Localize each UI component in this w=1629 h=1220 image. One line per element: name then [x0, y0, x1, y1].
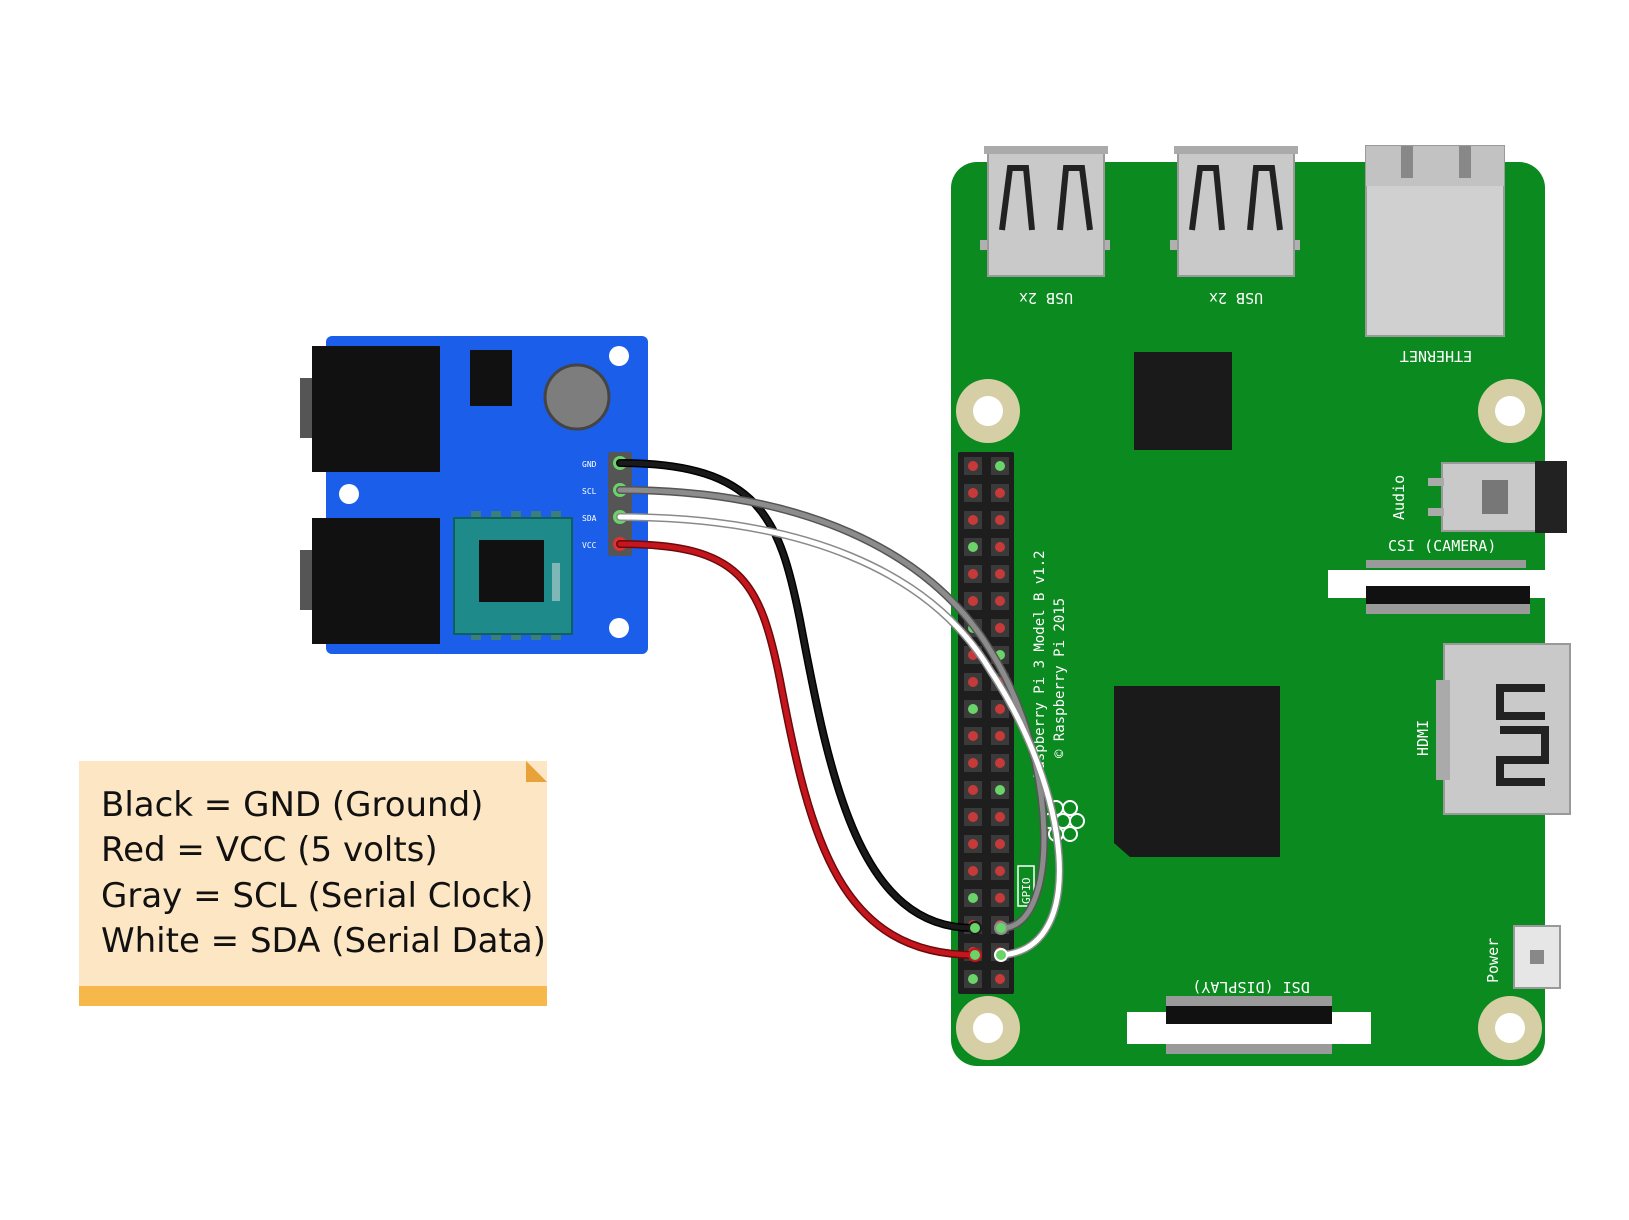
ethernet-port: ETHERNET — [1365, 145, 1505, 365]
gpio-pin — [995, 569, 1005, 579]
gpio-pin — [968, 569, 978, 579]
gpio-pin — [968, 515, 978, 525]
audio-jack-bottom — [312, 518, 440, 644]
gpio-pin — [968, 677, 978, 687]
gpio-pin — [995, 893, 1005, 903]
gpio-pin — [995, 461, 1005, 471]
audio-module: GND SCL SDA VCC — [300, 336, 648, 654]
legend-line-black: Black = GND (Ground) — [101, 785, 483, 825]
gpio-pin — [968, 542, 978, 552]
dsi-display-connector: DSI (DISPLAY) — [1127, 978, 1371, 1054]
gpio-pin — [968, 866, 978, 876]
dsi-label: DSI (DISPLAY) — [1192, 978, 1309, 996]
gpio-pin — [995, 623, 1005, 633]
cpu-chip-small — [1134, 352, 1232, 450]
gpio-pin — [995, 704, 1005, 714]
usb-port-1: USB 2x — [980, 146, 1110, 307]
gpio-pin — [968, 758, 978, 768]
gpio-label: GPIO — [1020, 878, 1033, 905]
gray-wire — [617, 487, 1047, 931]
hdmi-label: HDMI — [1414, 720, 1432, 756]
gpio-pin — [968, 839, 978, 849]
gpio-header — [958, 452, 1014, 994]
model-label: Raspberry Pi 3 Model B v1.2 — [1032, 550, 1048, 778]
gpio-pin — [995, 542, 1005, 552]
gpio-pin — [995, 812, 1005, 822]
black-wire — [617, 460, 978, 931]
gpio-pin — [995, 974, 1005, 984]
legend-note: Black = GND (Ground) Red = VCC (5 volts)… — [79, 761, 547, 1006]
hdmi-port: HDMI — [1414, 643, 1571, 815]
copyright-label: © Raspberry Pi 2015 — [1052, 598, 1068, 758]
gpio-pin — [968, 893, 978, 903]
gpio-pin — [968, 488, 978, 498]
gpio-pin — [968, 812, 978, 822]
chip-module — [453, 511, 573, 640]
legend-line-red: Red = VCC (5 volts) — [101, 830, 438, 870]
audio-label: Audio — [1390, 475, 1408, 520]
round-component — [543, 363, 611, 431]
gpio-pin — [995, 839, 1005, 849]
gpio-pin — [968, 461, 978, 471]
gpio-pin — [995, 758, 1005, 768]
gpio-pin — [995, 488, 1005, 498]
black-wire-outline — [616, 459, 979, 933]
small-chip — [470, 350, 512, 406]
gpio-pin — [995, 785, 1005, 795]
wires — [616, 459, 1064, 959]
audio-jack-top — [312, 346, 440, 472]
svg-text:SDA: SDA — [582, 514, 597, 523]
raspberry-pi-board: USB 2x USB 2x ETHERNET — [951, 145, 1571, 1066]
csi-label: CSI (CAMERA) — [1388, 537, 1496, 555]
legend-line-gray: Gray = SCL (Serial Clock) — [101, 876, 533, 916]
gpio-pin — [995, 596, 1005, 606]
legend-line-white: White = SDA (Serial Data) — [101, 921, 546, 961]
gpio-pin — [968, 704, 978, 714]
gpio-pin — [995, 866, 1005, 876]
gpio-label-box: GPIO — [1017, 865, 1035, 907]
gpio-pin — [968, 785, 978, 795]
audio-jack: Audio — [1390, 461, 1567, 533]
gpio-pin — [968, 731, 978, 741]
usb-label-2: USB 2x — [1209, 289, 1263, 307]
usb-label-1: USB 2x — [1019, 289, 1073, 307]
svg-text:VCC: VCC — [582, 541, 597, 550]
usb-port-2: USB 2x — [1170, 146, 1300, 307]
gpio-pin — [995, 515, 1005, 525]
gpio-pin — [968, 974, 978, 984]
white-wire — [617, 514, 1062, 958]
gpio-pin — [995, 731, 1005, 741]
ethernet-label: ETHERNET — [1400, 347, 1472, 365]
power-label: Power — [1484, 938, 1502, 983]
wire-endpoints — [968, 921, 1008, 962]
soc-chip — [1114, 686, 1280, 857]
gpio-pin — [968, 596, 978, 606]
svg-text:SCL: SCL — [582, 487, 597, 496]
csi-camera-connector: CSI (CAMERA) — [1328, 537, 1550, 614]
red-wire — [617, 541, 978, 958]
power-port: Power — [1484, 925, 1561, 989]
svg-text:GND: GND — [582, 460, 597, 469]
